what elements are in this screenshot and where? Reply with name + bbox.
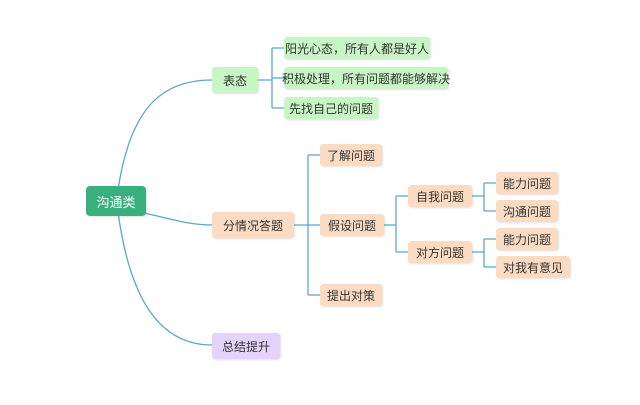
situation-assume[interactable]: 假设问题 [320, 214, 384, 236]
link-root-attitude [117, 79, 213, 191]
situation-countermeasure[interactable]: 提出对策 [320, 284, 382, 306]
root-node[interactable]: 沟通类 [86, 186, 146, 216]
situation-understand[interactable]: 了解问题 [320, 144, 382, 166]
link-assume-items [384, 195, 408, 253]
branch-attitude[interactable]: 表态 [212, 67, 258, 93]
link-root-situation [139, 211, 213, 226]
link-situation-items [294, 154, 320, 296]
branch-summary[interactable]: 总结提升 [212, 333, 280, 359]
other-issue-ability[interactable]: 能力问题 [496, 228, 558, 250]
link-root-summary [117, 211, 213, 346]
other-issue-opinion[interactable]: 对我有意见 [496, 256, 570, 278]
self-issue-communication[interactable]: 沟通问题 [496, 200, 558, 222]
link-attitude-items [258, 47, 284, 109]
attitude-item-1[interactable]: 阳光心态，所有人都是好人 [284, 37, 430, 59]
situation-self-issue[interactable]: 自我问题 [408, 185, 472, 207]
attitude-item-3[interactable]: 先找自己的问题 [284, 97, 378, 119]
link-self-items [472, 182, 496, 212]
link-other-items [472, 238, 496, 268]
situation-other-issue[interactable]: 对方问题 [408, 241, 472, 263]
branch-situation[interactable]: 分情况答题 [212, 212, 294, 238]
attitude-item-2[interactable]: 积极处理，所有问题都能够解决 [282, 67, 450, 89]
self-issue-ability[interactable]: 能力问题 [496, 172, 558, 194]
